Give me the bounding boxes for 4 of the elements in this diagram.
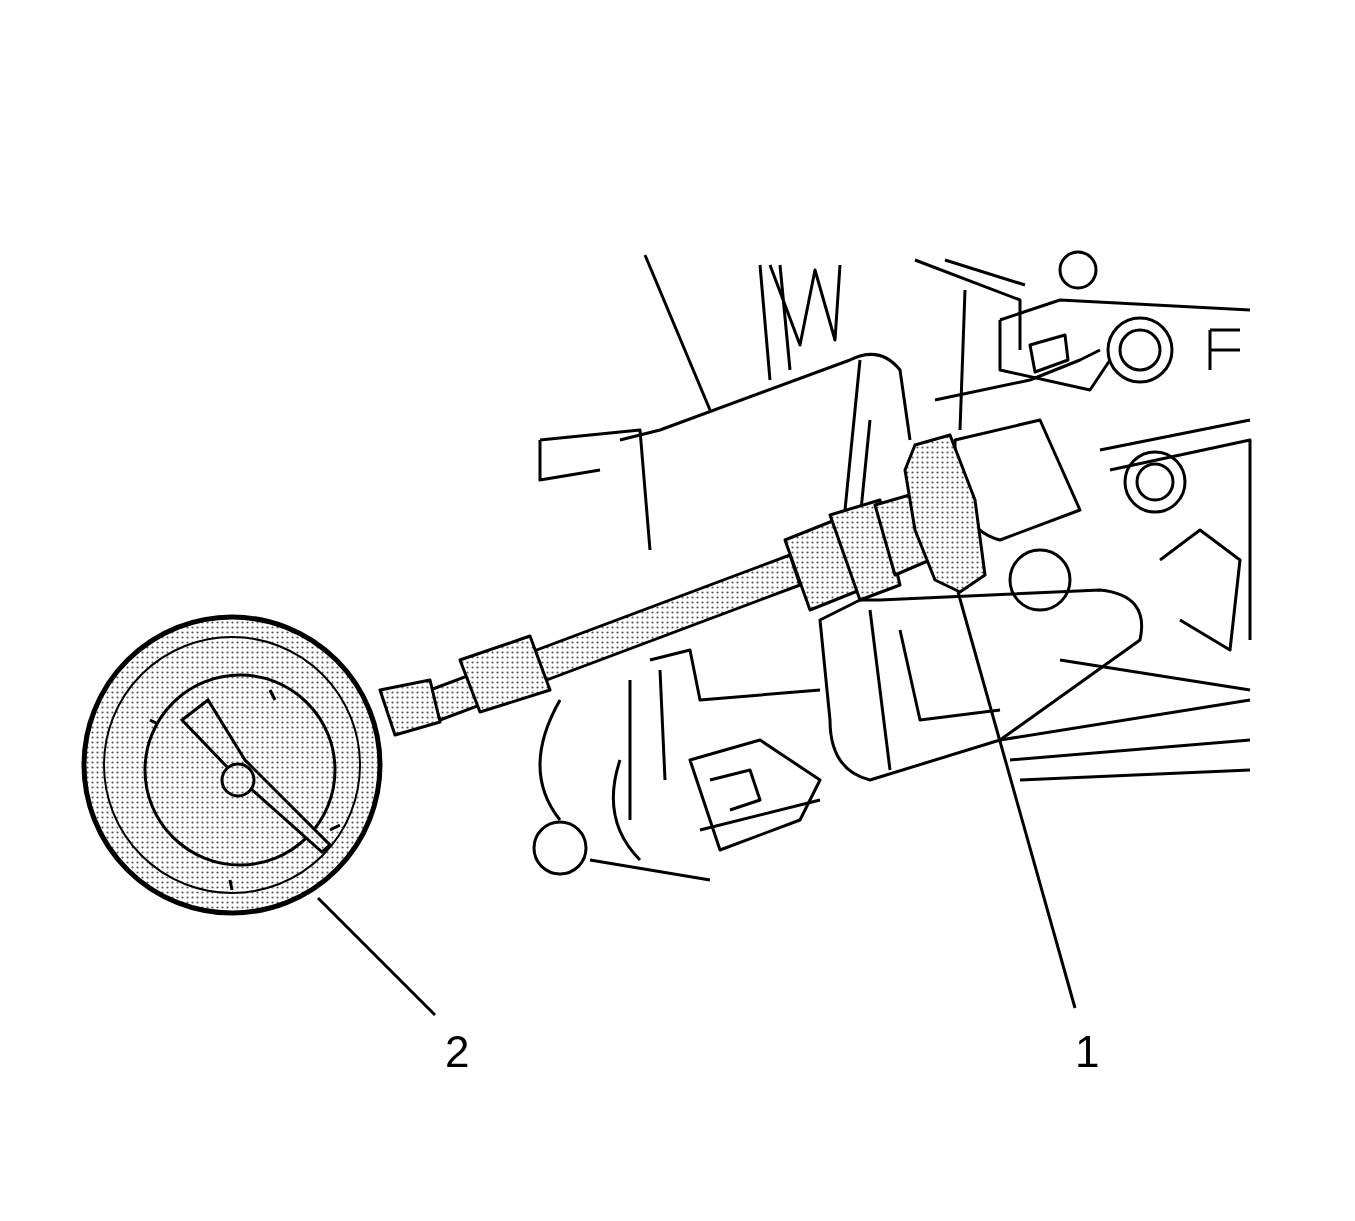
- pressure-gauge-drawing: [81, 614, 383, 916]
- leader-line: [316, 896, 437, 1017]
- callout-number: 1: [1075, 1030, 1100, 1074]
- callout-number: 2: [445, 1030, 470, 1074]
